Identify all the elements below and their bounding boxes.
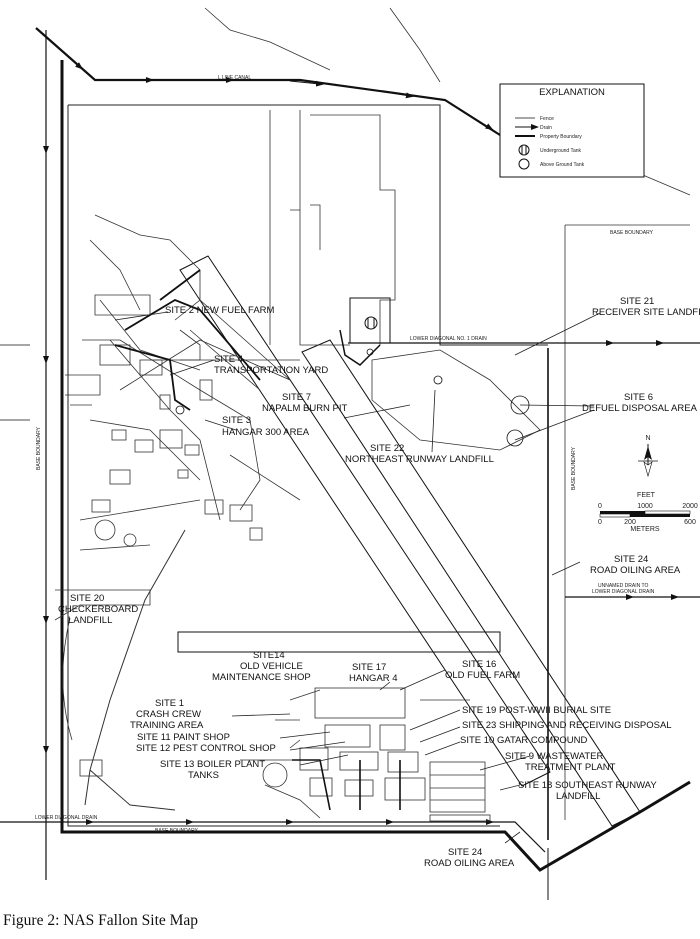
legend-above-ground-tank-icon (518, 158, 530, 170)
site-13-label: SITE 13 BOILER PLANT TANKS (160, 759, 268, 781)
base-boundary-label-east: BASE BOUNDARY (610, 230, 654, 236)
legend-item-property-boundary: Property Boundary (540, 134, 582, 140)
southern-development-cluster (240, 687, 491, 822)
site-12-label: SITE 12 PEST CONTROL SHOP (136, 743, 276, 754)
scale-meter-tick-0: 0 (598, 519, 602, 526)
l-line-canal (35, 27, 501, 136)
fence-west (67, 105, 500, 827)
scale-meter-tick-1: 200 (624, 519, 636, 526)
site-21-label: SITE 21 RECEIVER SITE LANDFILL (592, 296, 700, 318)
base-boundary-east (564, 224, 690, 820)
runway-northeast (301, 339, 641, 827)
scale-feet-tick-1: 1000 (637, 503, 653, 510)
legend-underground-tank-icon (518, 144, 530, 156)
scale-meter-tick-2: 600 (684, 519, 696, 526)
base-boundary-label-inner: BASE BOUNDARY (571, 446, 577, 490)
legend-title: EXPLANATION (539, 87, 605, 98)
site-6-label: SITE 6 DEFUEL DISPOSAL AREA (582, 392, 698, 414)
underground-tank-icon (364, 316, 378, 330)
site-7-label: SITE 7 NAPALM BURN PIT (262, 392, 348, 414)
site-9-label: SITE 9 WASTEWATER TREATMENT PLANT (505, 751, 616, 773)
drain-label-unnamed-1: UNNAMED DRAIN TO (598, 583, 648, 589)
legend-item-underground-tank: Underground Tank (540, 148, 582, 154)
base-boundary-label-south: BASE BOUNDARY (155, 828, 199, 834)
legend-item-fence: Fence (540, 116, 554, 122)
fence-north (68, 104, 548, 346)
legend-item-drain: Drain (540, 125, 552, 131)
site-10-label: SITE 10 GATAR COMPOUND (460, 735, 588, 746)
site-24-label-south: SITE 24 ROAD OILING AREA (424, 847, 515, 869)
site-16-label: SITE 16 OLD FUEL FARM (445, 659, 520, 681)
site-19-label: SITE 19 POST-WWII BURIAL SITE (462, 705, 611, 716)
site-1-label: SITE 1 CRASH CREW TRAINING AREA (130, 698, 204, 731)
site-4-label: SITE 4 TRANSPORTATION YARD (214, 354, 328, 376)
site-23-label: SITE 23 SHIPPING AND RECEIVING DISPOSAL (462, 720, 672, 731)
scale-feet-label: FEET (637, 492, 656, 499)
site-20-label: SITE 20 CHECKERBOARD LANDFILL (58, 593, 141, 626)
scale-feet-tick-0: 0 (598, 503, 602, 510)
scale-meters-label: METERS (630, 526, 660, 533)
canal-label: L LINE CANAL (218, 75, 251, 81)
drain-label-lower-diagonal-1: LOWER DIAGONAL NO. 1 DRAIN (410, 336, 487, 342)
runway-main (179, 255, 551, 787)
site-17-label: SITE 17 HANGAR 4 (349, 662, 398, 684)
drain-label-lower-diagonal: LOWER DIAGONAL DRAIN (35, 815, 98, 821)
base-development-cluster (65, 214, 300, 551)
runway-crosswind (177, 631, 501, 653)
north-label: N (645, 435, 650, 442)
legend-item-above-ground-tank: Above Ground Tank (540, 162, 585, 168)
site-24-label-east: SITE 24 ROAD OILING AREA (590, 554, 681, 576)
base-boundary-label-west: BASE BOUNDARY (36, 426, 42, 470)
scale-feet-tick-2: 2000 (682, 503, 698, 510)
site-14-label: SITE14 OLD VEHICLE MAINTENANCE SHOP (212, 650, 311, 683)
site-18-label: SITE 18 SOUTHEAST RUNWAY LANDFILL (518, 780, 659, 802)
site-11-label: SITE 11 PAINT SHOP (137, 732, 230, 743)
site-22-label: SITE 22 NORTHEAST RUNWAY LANDFILL (345, 443, 494, 465)
north-arrow-icon: N (638, 435, 658, 478)
property-boundary (60, 60, 691, 872)
figure-caption: Figure 2: NAS Fallon Site Map (3, 912, 199, 929)
site-2-label: SITE 2 NEW FUEL FARM (165, 305, 275, 316)
scale-bar: FEET 0 1000 2000 0 200 600 METERS (598, 492, 698, 533)
legend-explanation: EXPLANATION Fence Drain Property Boundar… (499, 83, 645, 178)
site-3-label: SITE 3 HANGAR 300 AREA (222, 415, 310, 438)
site-map: EXPLANATION Fence Drain Property Boundar… (0, 7, 700, 900)
drain-label-unnamed-2: LOWER DIAGONAL DRAIN (592, 589, 655, 595)
